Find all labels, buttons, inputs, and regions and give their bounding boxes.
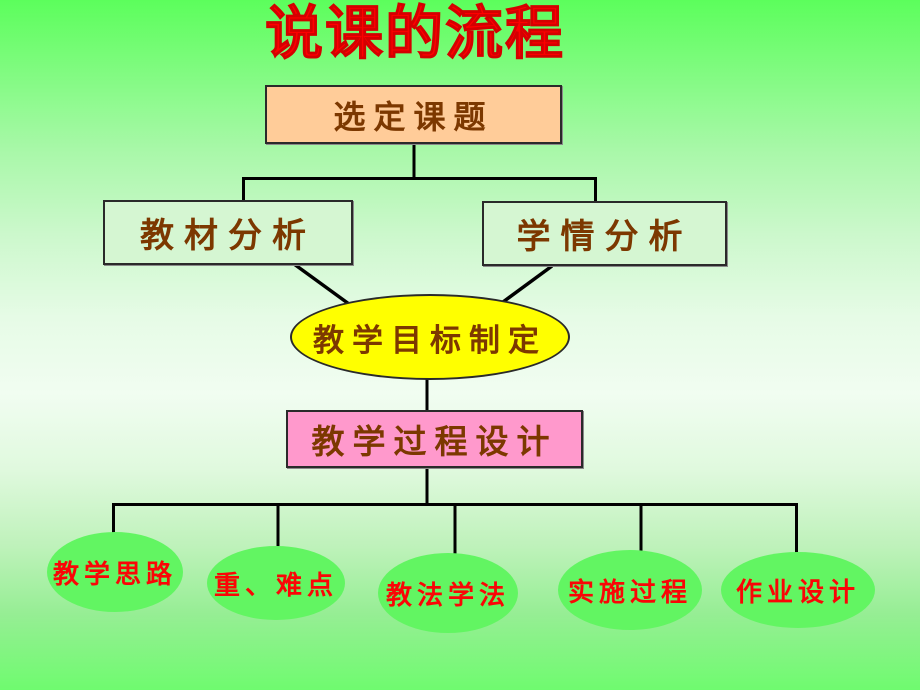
node-select-topic-label: 选定课题 bbox=[333, 98, 494, 135]
node-material-analysis: 教材分析 bbox=[103, 200, 353, 265]
slide-title: 说课的流程 bbox=[264, 1, 565, 66]
node-teach-learn-methods-label: 教法学法 bbox=[385, 580, 510, 610]
node-teach-learn-methods: 教法学法 bbox=[378, 553, 518, 633]
node-process-design: 教学过程设计 bbox=[286, 410, 583, 468]
node-key-points: 重、难点 bbox=[207, 546, 345, 620]
node-material-analysis-label: 教材分析 bbox=[140, 218, 316, 255]
node-teaching-idea: 教学思路 bbox=[47, 532, 183, 612]
node-learner-analysis: 学情分析 bbox=[482, 201, 727, 266]
node-key-points-label: 重、难点 bbox=[213, 570, 338, 600]
node-homework-design: 作业设计 bbox=[721, 552, 875, 628]
node-goal-setting: 教学目标制定 bbox=[290, 294, 570, 380]
node-implementation-label: 实施过程 bbox=[567, 577, 692, 607]
node-homework-design-label: 作业设计 bbox=[735, 577, 860, 607]
node-teaching-idea-label: 教学思路 bbox=[52, 559, 177, 589]
node-learner-analysis-label: 学情分析 bbox=[516, 219, 693, 256]
node-process-design-label: 教学过程设计 bbox=[311, 425, 558, 461]
node-goal-setting-label: 教学目标制定 bbox=[313, 322, 547, 358]
node-implementation: 实施过程 bbox=[558, 550, 702, 630]
node-select-topic: 选定课题 bbox=[265, 85, 562, 144]
